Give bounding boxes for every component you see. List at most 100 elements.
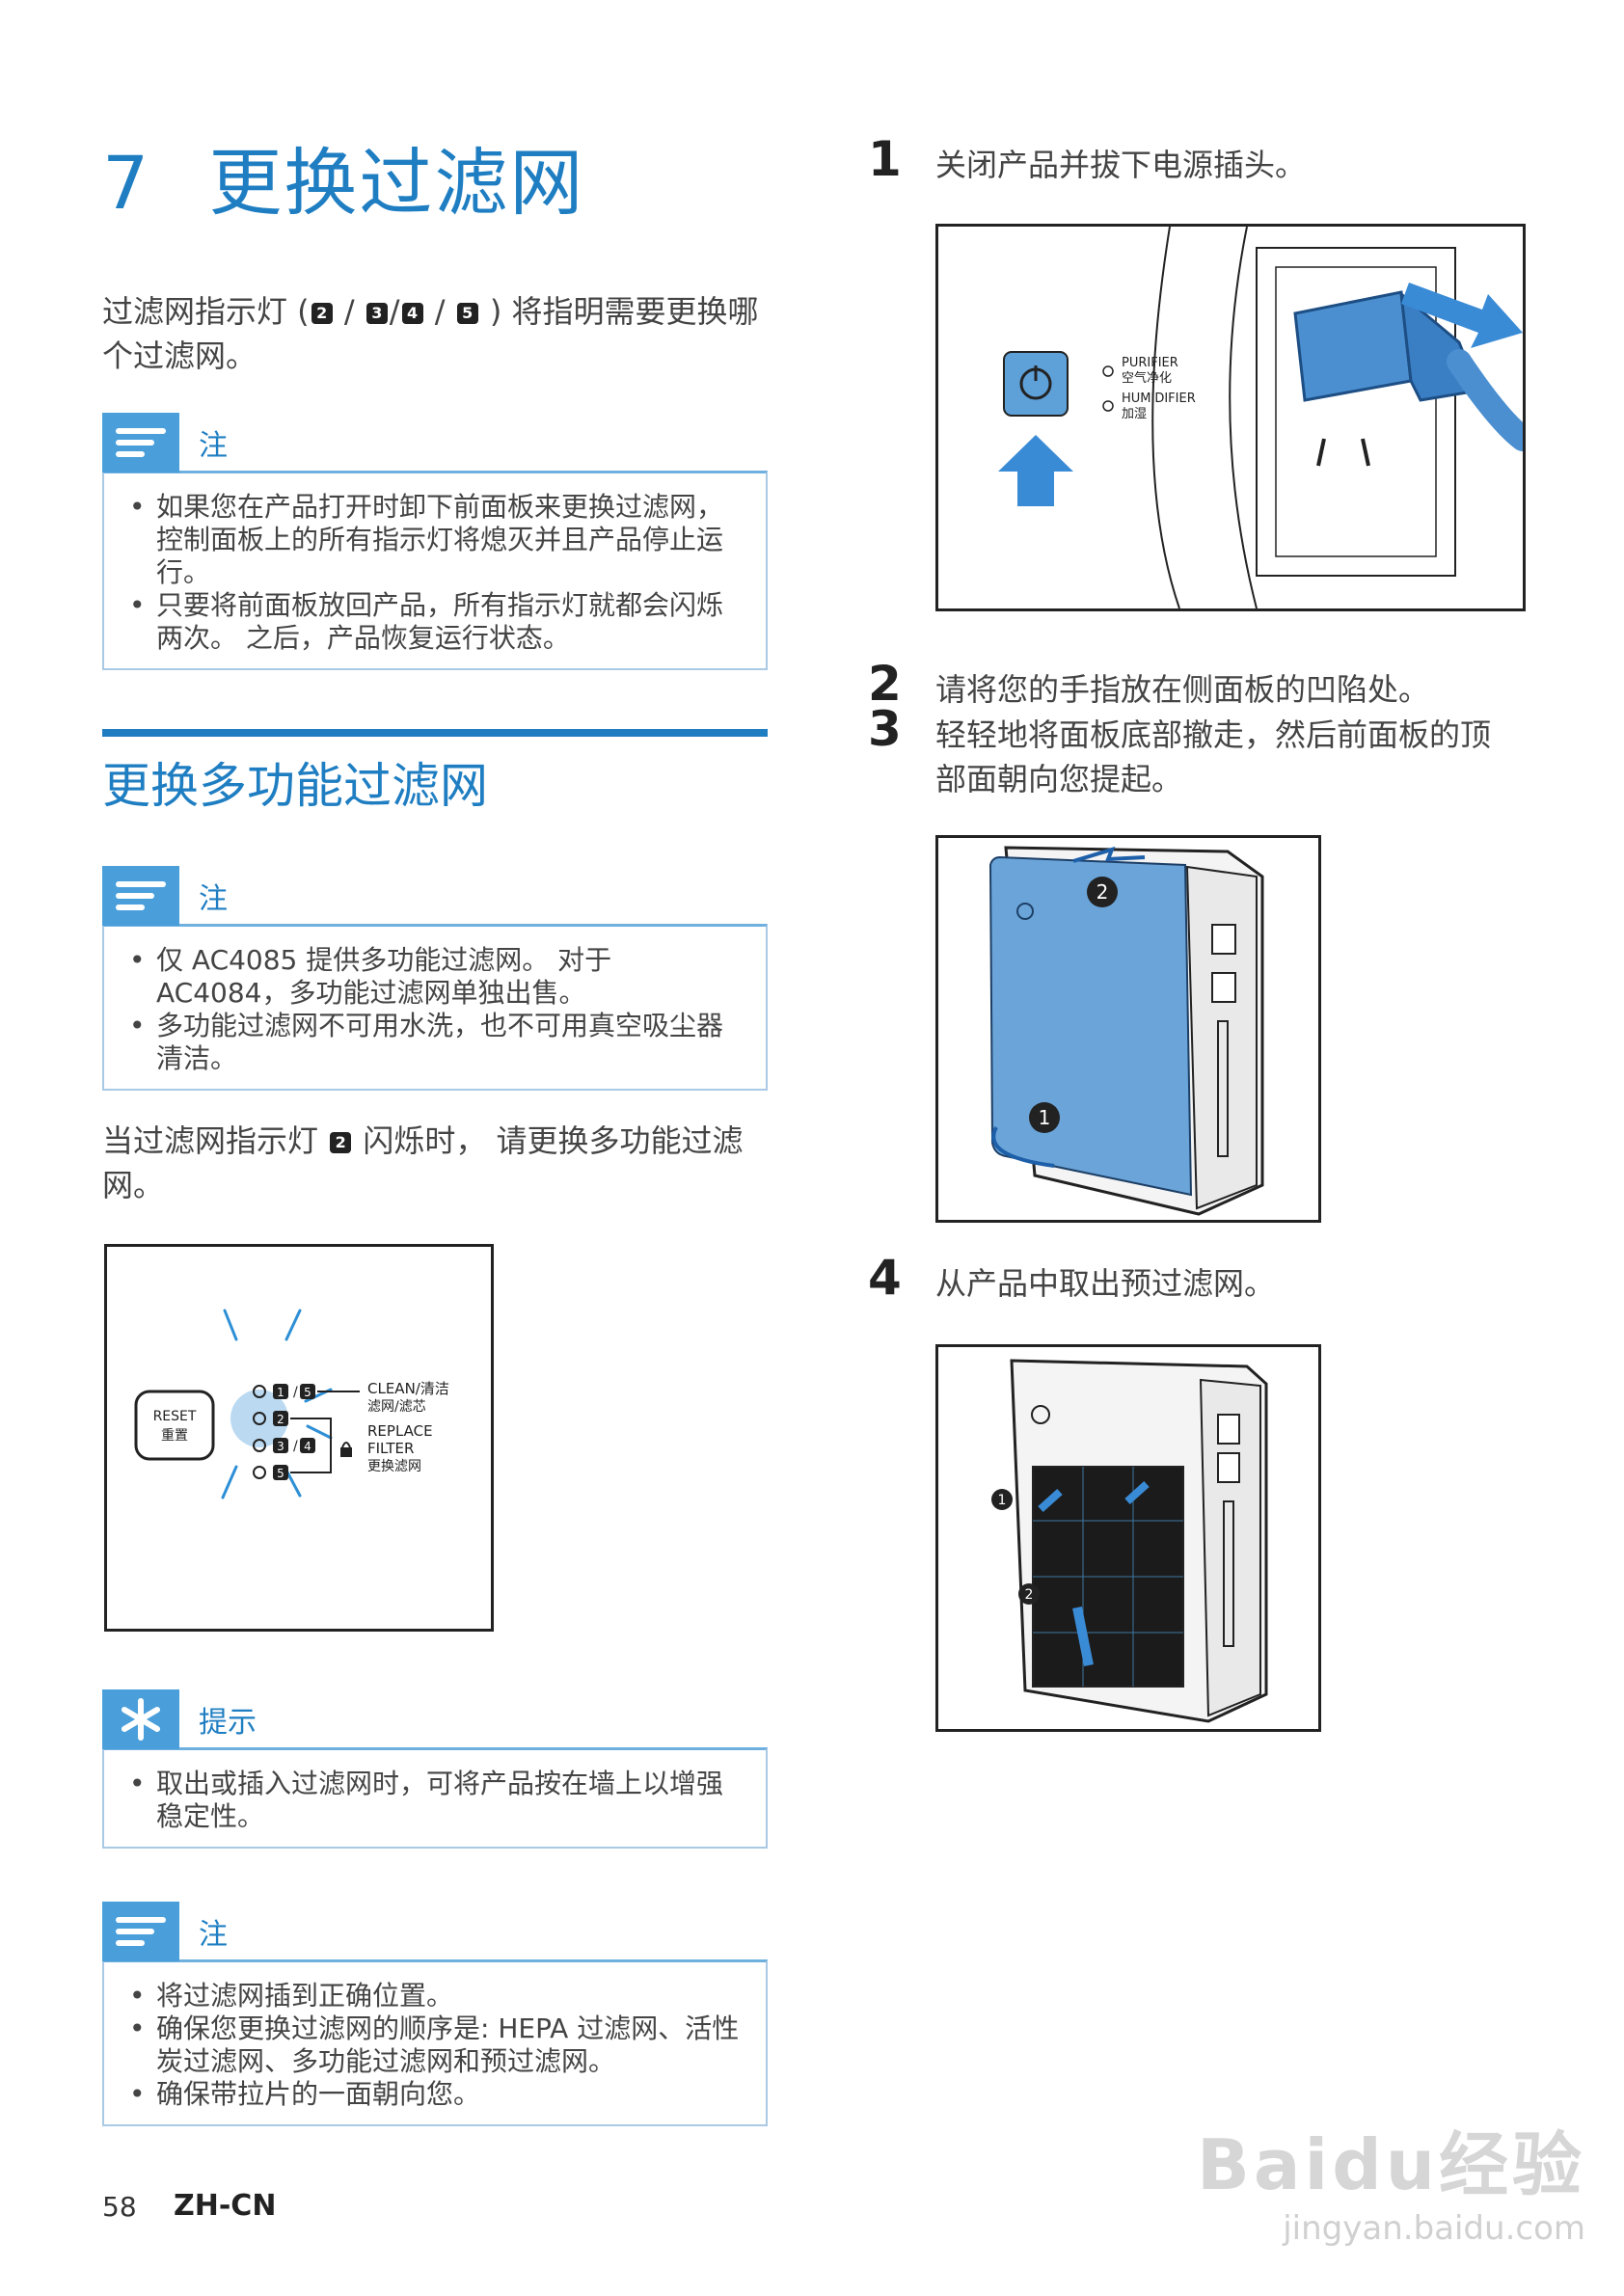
led-2-icon: 2 — [311, 303, 333, 324]
step-3: 3 轻轻地将面板底部撤走，然后前面板的顶部面朝向您提起。 — [868, 701, 1543, 801]
press-arrow-icon — [998, 435, 1073, 506]
replace-label: REPLACE — [367, 1422, 433, 1440]
note-box: 将过滤网插到正确位置。 确保您更换过滤网的顺序是: HEPA 过滤网、活性炭过滤… — [102, 1959, 768, 2126]
chapter-title: 7 更换过滤网 — [102, 123, 584, 230]
step-text: 从产品中取出预过滤网。 — [935, 1265, 1276, 1302]
note-block-1: 注 如果您在产品打开时卸下前面板来更换过滤网，控制面板上的所有指示灯将熄灭并且产… — [102, 413, 768, 670]
power-off-figure: PURIFIER 空气净化 HUMIDIFIER 加湿 — [935, 224, 1526, 611]
purifier-label-cn: 空气净化 — [1122, 370, 1172, 386]
list-item: 如果您在产品打开时卸下前面板来更换过滤网，控制面板上的所有指示灯将熄灭并且产品停… — [125, 491, 748, 589]
language-code: ZH-CN — [174, 2189, 277, 2223]
step-text: 轻轻地将面板底部撤走，然后前面板的顶部面朝向您提起。 — [935, 716, 1492, 797]
note-label: 注 — [199, 882, 228, 916]
list-item: 将过滤网插到正确位置。 — [125, 1980, 748, 2012]
note-icon — [102, 866, 179, 926]
callout-2: 2 — [1096, 880, 1109, 904]
note-icon — [102, 413, 179, 473]
note-icon — [102, 1902, 179, 1961]
led-2-icon: 2 — [330, 1132, 352, 1153]
step-text: 关闭产品并拔下电源插头。 — [935, 147, 1307, 183]
reset-button-drawing — [134, 1390, 215, 1461]
blink-paragraph: 当过滤网指示灯 2 闪烁时， 请更换多功能过滤网。 — [102, 1122, 744, 1203]
humidifier-label: HUMIDIFIER — [1122, 392, 1196, 406]
note-block-3: 注 将过滤网插到正确位置。 确保您更换过滤网的顺序是: HEPA 过滤网、活性炭… — [102, 1902, 768, 2126]
svg-text:2: 2 — [277, 1413, 284, 1426]
section-title: 更换多功能过滤网 — [102, 758, 488, 814]
control-panel-illustration: RESET 重置 1 / 5 2 3 / 4 5 CLEAN/清洁 滤网/滤芯 … — [134, 1309, 449, 1499]
svg-text:/: / — [293, 1439, 298, 1454]
section-divider — [102, 729, 768, 737]
svg-text:/: / — [293, 1385, 298, 1400]
step-number: 2 — [868, 656, 902, 712]
purifier-label: PURIFIER — [1122, 356, 1178, 370]
list-item: 只要将前面板放回产品，所有指示灯就都会闪烁两次。 之后，产品恢复运行状态。 — [125, 589, 748, 655]
prefilter-figure: 1 2 — [935, 1344, 1321, 1732]
note-label: 注 — [199, 1918, 228, 1952]
tip-label: 提示 — [199, 1706, 257, 1740]
power-button-drawing — [1003, 351, 1069, 417]
page-number: 58 — [102, 2191, 137, 2223]
led-5-icon: 5 — [456, 303, 478, 324]
unplug-arrow-icon — [1401, 283, 1523, 348]
note-header: 注 — [102, 1902, 768, 1961]
list-item: 确保您更换过滤网的顺序是: HEPA 过滤网、活性炭过滤网、多功能过滤网和预过滤… — [125, 2012, 748, 2078]
step-number: 1 — [868, 131, 902, 187]
svg-text:4: 4 — [304, 1440, 311, 1453]
reset-label: RESET — [153, 1409, 197, 1424]
panel-removal-illustration: 2 1 — [988, 846, 1264, 1216]
note-label: 注 — [199, 429, 228, 463]
unplug-illustration: PURIFIER 空气净化 HUMIDIFIER 加湿 — [998, 227, 1523, 608]
note-header: 注 — [102, 413, 768, 473]
step-number: 4 — [868, 1250, 902, 1306]
chapter-title-text: 更换过滤网 — [208, 140, 585, 226]
front-panel — [988, 855, 1193, 1197]
chapter-number: 7 — [102, 140, 151, 226]
step-2: 2 请将您的手指放在侧面板的凹陷处。 — [868, 656, 1543, 712]
svg-text:3: 3 — [277, 1440, 284, 1453]
lock-icon — [340, 1447, 352, 1457]
reset-label-cn: 重置 — [161, 1428, 188, 1444]
watermark: Baidu经验 jingyan.baidu.com — [1197, 2108, 1585, 2248]
list-item: 多功能过滤网不可用水洗，也不可用真空吸尘器清洁。 — [125, 1010, 748, 1075]
tip-block: 提示 取出或插入过滤网时，可将产品按在墙上以增强稳定性。 — [102, 1689, 768, 1849]
list-item: 仅 AC4085 提供多功能过滤网。 对于 AC4084，多功能过滤网单独出售。 — [125, 944, 748, 1010]
clean-label: CLEAN/清洁 — [367, 1380, 449, 1397]
tip-box: 取出或插入过滤网时，可将产品按在墙上以增强稳定性。 — [102, 1747, 768, 1849]
release-arrow-icon — [1038, 1489, 1063, 1512]
step-4: 4 从产品中取出预过滤网。 — [868, 1250, 1543, 1306]
note-header: 注 — [102, 866, 768, 926]
svg-text:5: 5 — [277, 1467, 284, 1480]
led-4-icon: 4 — [401, 303, 423, 324]
prefilter-illustration: 1 2 — [991, 1359, 1268, 1723]
step-text: 请将您的手指放在侧面板的凹陷处。 — [935, 671, 1430, 708]
list-item: 取出或插入过滤网时，可将产品按在墙上以增强稳定性。 — [125, 1768, 748, 1833]
step-number: 3 — [868, 701, 902, 757]
list-item: 确保带拉片的一面朝向您。 — [125, 2078, 748, 2111]
panel-removal-figure: 2 1 — [935, 835, 1321, 1223]
release-arrow-icon — [1124, 1481, 1150, 1504]
asterisk-icon — [102, 1689, 179, 1749]
pull-arrow-icon — [991, 1126, 1055, 1168]
humidifier-label-cn: 加湿 — [1122, 407, 1147, 421]
intro-paragraph: 过滤网指示灯 (2 / 3/4 / 5 ) 将指明需要更换哪个过滤网。 — [102, 293, 759, 374]
control-panel-figure: RESET 重置 1 / 5 2 3 / 4 5 CLEAN/清洁 滤网/滤芯 … — [104, 1244, 494, 1632]
led-glow — [230, 1390, 288, 1447]
note-block-2: 注 仅 AC4085 提供多功能过滤网。 对于 AC4084，多功能过滤网单独出… — [102, 866, 768, 1091]
callout-2: 2 — [1025, 1587, 1034, 1603]
svg-text:5: 5 — [304, 1386, 311, 1399]
tip-header: 提示 — [102, 1689, 768, 1749]
clean-label-cn: 滤网/滤芯 — [367, 1399, 426, 1415]
note-box: 如果您在产品打开时卸下前面板来更换过滤网，控制面板上的所有指示灯将熄灭并且产品停… — [102, 471, 768, 670]
svg-text:1: 1 — [277, 1386, 284, 1399]
lift-arrow-icon — [1072, 846, 1146, 863]
watermark-logo: Baidu经验 — [1197, 2124, 1585, 2205]
filter-label: FILTER — [367, 1440, 414, 1457]
callout-1: 1 — [1039, 1106, 1051, 1129]
led-3-icon: 3 — [365, 303, 388, 324]
lift-out-arrow-icon — [1072, 1607, 1094, 1666]
note-box: 仅 AC4085 提供多功能过滤网。 对于 AC4084，多功能过滤网单独出售。… — [102, 924, 768, 1091]
callout-1: 1 — [998, 1493, 1007, 1508]
replace-label-cn: 更换滤网 — [367, 1458, 421, 1474]
step-1: 1 关闭产品并拔下电源插头。 — [868, 131, 1543, 187]
watermark-url: jingyan.baidu.com — [1283, 2209, 1585, 2248]
